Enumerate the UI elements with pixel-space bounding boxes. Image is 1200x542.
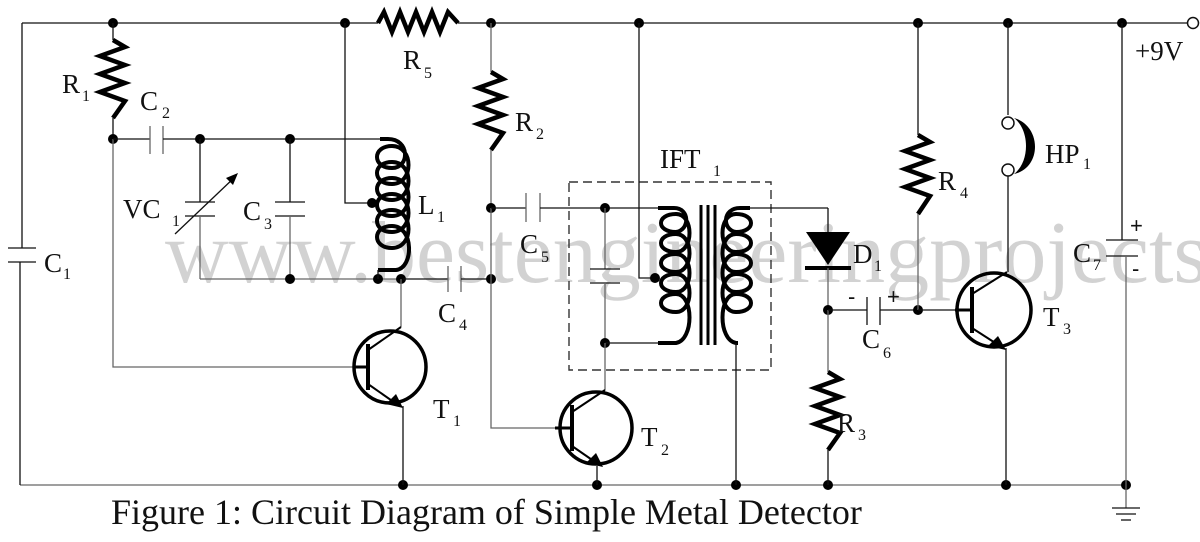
label-r5: R (403, 45, 421, 75)
capacitor-c4: C 4 (403, 266, 491, 334)
label-r5-index: 5 (424, 65, 432, 82)
label-c6-index: 6 (883, 345, 891, 362)
label-c4-index: 4 (459, 317, 467, 334)
label-c6: C (862, 324, 880, 354)
c6-minus-sign: - (848, 284, 855, 309)
resistor-r2: R 2 (471, 23, 544, 208)
diode-d1: D 1 (805, 208, 882, 310)
label-c7-index: 7 (1093, 257, 1101, 274)
label-c7: C (1073, 238, 1091, 268)
transistor-t2: T 2 (555, 343, 669, 485)
label-r4-index: 4 (960, 185, 968, 202)
label-l1: L (418, 190, 435, 220)
wire-t1-base (112, 139, 353, 368)
label-vc1: VC (123, 194, 161, 224)
electrolytic-capacitor-c7: + - C 7 (1073, 23, 1143, 485)
label-t3: T (1043, 302, 1060, 332)
capacitor-c3: C 3 (243, 139, 305, 279)
headphone-hp1: HP 1 (1001, 23, 1091, 272)
label-ift1: IFT (660, 144, 701, 174)
label-d1-index: 1 (874, 258, 882, 275)
supply-terminal: +9V (1135, 16, 1200, 66)
label-c2-index: 2 (162, 105, 170, 122)
label-c2: C (140, 86, 158, 116)
label-c1: C (44, 248, 62, 278)
variable-capacitor-vc1: VC 1 (123, 139, 238, 279)
transistor-t3: T 3 (918, 271, 1071, 485)
wire-t2-base (490, 279, 555, 429)
label-t1: T (433, 394, 450, 424)
resistor-r3: R 3 (808, 310, 866, 485)
resistor-r5: R 5 (376, 5, 460, 82)
label-r1: R (62, 69, 80, 99)
positive-rail (22, 18, 1188, 28)
label-r3: R (837, 408, 855, 438)
label-t3-index: 3 (1063, 321, 1071, 338)
label-c5: C (520, 229, 538, 259)
capacitor-c2: C 2 (113, 86, 380, 154)
label-r3-index: 3 (858, 427, 866, 444)
c6-plus-sign: + (887, 284, 900, 309)
label-c3: C (243, 196, 261, 226)
resistor-r4: R 4 (898, 23, 968, 310)
label-r2-index: 2 (536, 126, 544, 143)
label-hp1-index: 1 (1083, 156, 1091, 173)
label-r4: R (938, 166, 956, 196)
capacitor-c1: C 1 (8, 23, 71, 485)
label-vc1-index: 1 (172, 213, 180, 230)
label-c5-index: 5 (541, 249, 549, 266)
figure-caption: Figure 1: Circuit Diagram of Simple Meta… (111, 492, 862, 532)
electrolytic-capacitor-c6: - + C 6 (828, 284, 918, 362)
if-transformer-ift1: IFT 1 (568, 23, 828, 485)
supply-label: +9V (1135, 36, 1184, 66)
label-r1-index: 1 (82, 88, 90, 105)
ground-rail (20, 480, 1131, 490)
label-d1: D (853, 239, 873, 269)
c7-plus-sign: + (1130, 213, 1143, 238)
watermark: www.bestengineeringprojects.com (165, 205, 1200, 302)
label-c3-index: 3 (264, 216, 272, 233)
label-ift1-index: 1 (713, 163, 721, 180)
transistor-t1: T 1 (352, 279, 461, 485)
c7-minus-sign: - (1132, 256, 1139, 281)
label-t2-index: 2 (661, 442, 669, 459)
label-t1-index: 1 (453, 413, 461, 430)
resistor-r1: R 1 (62, 23, 132, 139)
inductor-l1: L 1 (344, 23, 445, 279)
label-r2: R (515, 107, 533, 137)
label-c4: C (438, 298, 456, 328)
ground-symbol-icon (1112, 485, 1140, 521)
label-hp1: HP (1045, 139, 1080, 169)
label-t2: T (641, 422, 658, 452)
label-c1-index: 1 (63, 266, 71, 283)
label-l1-index: 1 (437, 209, 445, 226)
